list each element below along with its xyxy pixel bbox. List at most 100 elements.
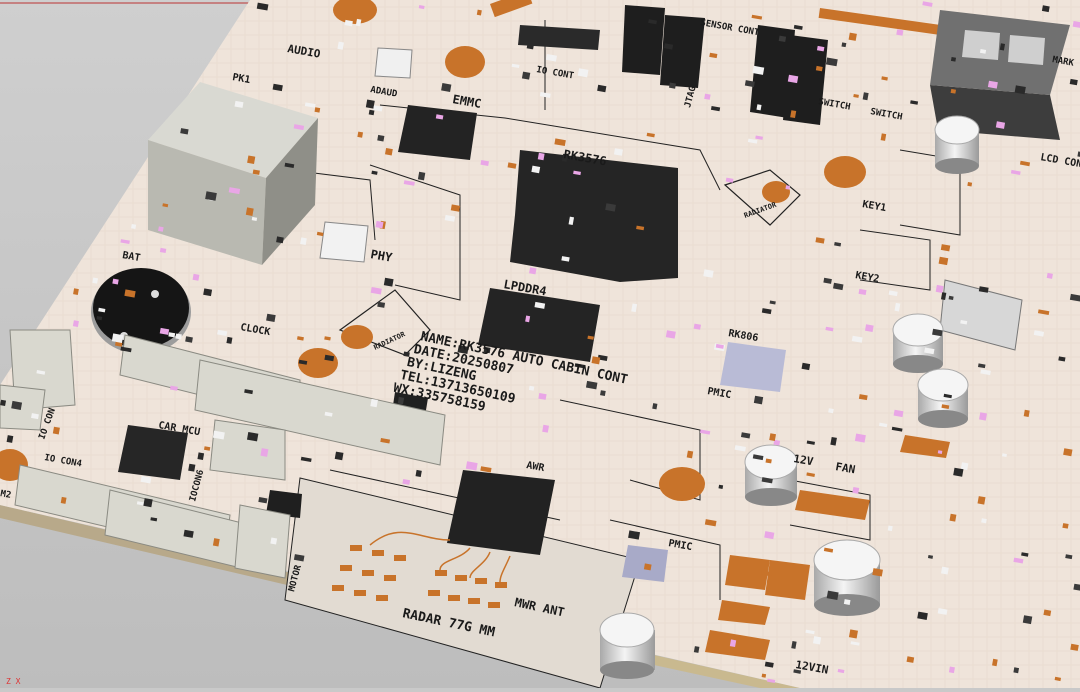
label-bat: BAT xyxy=(121,250,141,264)
smd-component xyxy=(937,608,948,615)
smd-component xyxy=(384,148,393,156)
smd-component xyxy=(203,288,213,297)
smd-component xyxy=(938,256,949,266)
smd-component xyxy=(542,424,550,433)
awr-radar-chip[interactable] xyxy=(447,470,555,555)
smd-component xyxy=(806,472,815,477)
smd-component xyxy=(1065,554,1073,560)
smd-component xyxy=(943,393,952,399)
smd-component xyxy=(561,153,568,162)
smd-component xyxy=(521,71,531,80)
radar-feed-lines xyxy=(369,531,511,583)
smd-component xyxy=(300,456,312,463)
smd-component xyxy=(725,177,734,183)
smd-component xyxy=(977,363,986,369)
smd-component xyxy=(841,42,847,48)
smd-component xyxy=(296,336,304,341)
small-ic[interactable] xyxy=(266,490,302,518)
smd-component xyxy=(324,336,331,341)
smd-component xyxy=(881,76,888,81)
smd-component xyxy=(834,241,842,247)
smd-component xyxy=(872,568,883,577)
smd-component xyxy=(36,370,46,375)
smd-component xyxy=(205,191,217,201)
smd-component xyxy=(415,469,422,478)
smd-component xyxy=(1077,151,1080,158)
smd-component xyxy=(769,433,777,441)
smd-component xyxy=(793,669,802,674)
smd-component xyxy=(769,300,776,305)
smd-component xyxy=(1021,552,1029,557)
smd-component xyxy=(1054,676,1062,682)
smd-component xyxy=(183,529,194,538)
smd-component xyxy=(284,162,295,169)
smd-component xyxy=(977,496,986,505)
smd-component xyxy=(577,68,589,78)
smd-component xyxy=(435,114,444,120)
smd-component xyxy=(247,155,256,165)
smd-component xyxy=(715,343,724,349)
smd-component xyxy=(940,244,951,252)
smd-component xyxy=(316,231,324,237)
smd-component xyxy=(1043,609,1052,617)
smd-component xyxy=(185,336,193,343)
radiator-outline-2 xyxy=(723,169,801,226)
smd-component xyxy=(245,207,254,216)
smd-component xyxy=(1069,293,1080,302)
smd-component xyxy=(72,320,79,327)
adaud-chip[interactable] xyxy=(374,47,413,79)
smd-component xyxy=(1013,667,1020,674)
smd-component xyxy=(765,458,772,464)
smd-component xyxy=(668,82,677,89)
smd-component xyxy=(764,661,774,668)
car-mcu-chip[interactable] xyxy=(118,425,188,480)
label-key2: KEY2 xyxy=(854,270,880,285)
smd-component xyxy=(537,152,545,161)
smd-component xyxy=(833,282,844,291)
smd-component xyxy=(159,247,167,254)
smd-component xyxy=(538,392,547,400)
smd-component xyxy=(6,435,14,443)
label-12v: 12V xyxy=(792,452,814,468)
smd-component xyxy=(304,102,316,108)
smd-component xyxy=(605,203,616,212)
smd-component xyxy=(613,148,623,156)
smd-component xyxy=(111,333,124,343)
rk3576-soc-chip[interactable] xyxy=(510,150,678,282)
smd-component xyxy=(212,538,220,547)
smd-component xyxy=(226,336,233,344)
smd-component xyxy=(967,182,973,187)
smd-component xyxy=(403,180,415,186)
smd-component xyxy=(1033,330,1045,337)
smd-component xyxy=(852,486,860,494)
usb-c-port[interactable] xyxy=(939,279,1023,351)
smd-component xyxy=(162,203,169,208)
smd-component xyxy=(910,100,919,105)
smd-component xyxy=(528,385,535,391)
smd-component xyxy=(888,290,898,297)
smd-component xyxy=(699,429,711,435)
rk806-pmic-chip[interactable] xyxy=(720,342,786,392)
smd-component xyxy=(825,326,834,332)
smd-component xyxy=(168,332,176,338)
smd-component xyxy=(646,132,655,138)
smd-component xyxy=(999,43,1006,51)
smd-component xyxy=(858,394,868,401)
smd-component xyxy=(112,278,119,285)
smd-component xyxy=(188,463,196,472)
smd-component xyxy=(734,445,746,452)
smd-component xyxy=(729,639,737,648)
smd-component xyxy=(826,590,839,600)
smd-component xyxy=(444,214,456,222)
smd-component xyxy=(1072,20,1080,29)
emmc-chip[interactable] xyxy=(398,105,477,160)
axis-indicator: Z X xyxy=(6,677,21,686)
label-pk1: PK1 xyxy=(231,72,251,86)
phy-chip[interactable] xyxy=(319,221,369,263)
label-pmic-2: PMIC xyxy=(667,538,693,553)
smd-component xyxy=(941,566,949,575)
lpddr4-chip[interactable] xyxy=(478,288,600,362)
smd-component xyxy=(212,430,225,440)
ethernet-jack[interactable] xyxy=(148,82,318,265)
